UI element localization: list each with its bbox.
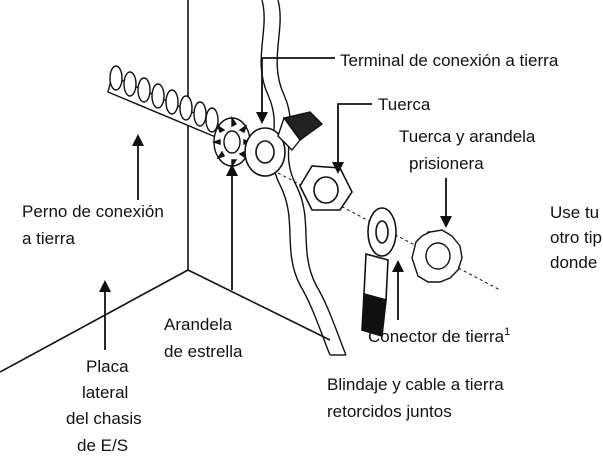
- footnote-mark: 1: [504, 326, 510, 338]
- label-nut: Tuerca: [378, 95, 431, 114]
- label-chassis-1: Placa: [86, 357, 129, 376]
- label-chassis-3: del chasis: [66, 409, 142, 428]
- label-star-washer-2: de estrella: [164, 342, 243, 361]
- ground-bolt: [107, 65, 219, 140]
- label-chassis-4: de E/S: [77, 436, 128, 455]
- label-star-washer-1: Arandela: [164, 315, 233, 334]
- lock-nut-washer: [411, 229, 463, 283]
- label-cut-3: donde: [550, 253, 597, 272]
- ground-connector-text: Conector de tierra: [368, 327, 505, 346]
- ground-terminal-lug: [277, 111, 324, 152]
- chassis-plate: [0, 0, 331, 373]
- hex-nut: [299, 165, 353, 211]
- pointer-arrows: [104, 57, 447, 350]
- label-lock-nut-washer-1: Tuerca y arandela: [399, 127, 536, 146]
- label-ground-connector: Conector de tierra1: [368, 326, 510, 346]
- label-cut-2: otro tip: [550, 228, 602, 247]
- label-ground-bolt-2: a tierra: [22, 229, 75, 248]
- star-washer: [211, 115, 253, 169]
- label-cut-1: Use tu: [550, 203, 599, 222]
- label-chassis-2: lateral: [82, 383, 128, 402]
- ground-connector: [361, 207, 397, 338]
- ground-terminal-washer: [244, 127, 286, 177]
- label-shield-2: retorcidos juntos: [327, 402, 452, 421]
- label-shield-1: Blindaje y cable a tierra: [327, 375, 504, 394]
- label-ground-bolt-1: Perno de conexión: [22, 202, 164, 221]
- label-ground-terminal: Terminal de conexión a tierra: [340, 51, 559, 70]
- label-lock-nut-washer-2: prisionera: [409, 154, 484, 173]
- arrow-heads: [99, 112, 452, 292]
